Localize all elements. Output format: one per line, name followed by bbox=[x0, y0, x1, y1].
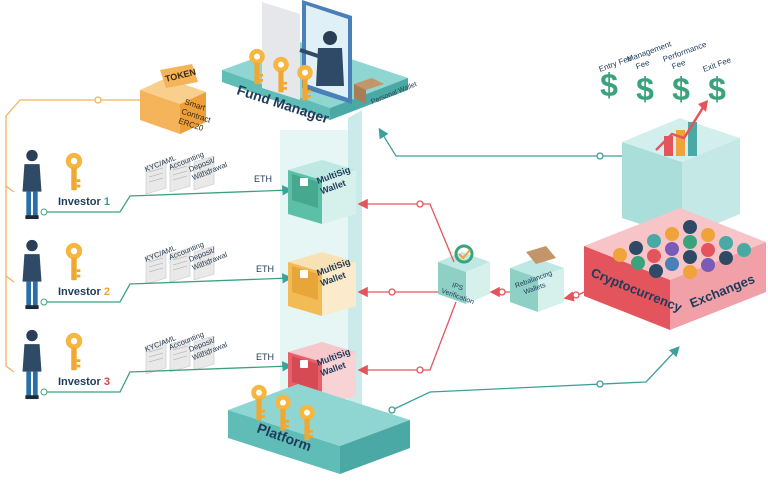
dollar-icon bbox=[672, 74, 691, 104]
lock-icon bbox=[300, 360, 308, 368]
multisig-wallet-2: MultiSig Wallet bbox=[288, 252, 356, 316]
investor-icon bbox=[22, 239, 42, 310]
lock-icon bbox=[300, 178, 308, 186]
eth-label: ETH bbox=[256, 264, 274, 274]
ips-line-1: IPS bbox=[451, 282, 464, 293]
fee-exit: Exit Fee bbox=[702, 55, 733, 74]
investor-row-1: Investor 1 KYC/AML Accounting Deposit/ W… bbox=[22, 149, 293, 220]
investor-label: Investor 3 bbox=[58, 376, 110, 388]
coin-grid bbox=[613, 220, 751, 279]
fees-group: Entry Fee Management Fee Performance Fee… bbox=[598, 39, 733, 104]
token-connectors bbox=[5, 96, 140, 373]
eth-label: ETH bbox=[254, 174, 272, 184]
svg-text:Exit Fee: Exit Fee bbox=[702, 55, 733, 74]
token-contract-box: TOKEN Smart Contract ERC20 bbox=[140, 64, 213, 134]
multisig-wallet-1: MultiSig Wallet bbox=[288, 160, 356, 224]
red-flow-arrows bbox=[357, 198, 585, 376]
key-icon bbox=[65, 242, 83, 281]
teal-flow-arrows bbox=[378, 127, 680, 414]
investor-row-2: Investor 2 KYC/AML Accounting Deposit/ W… bbox=[22, 239, 293, 310]
ips-verification-box: IPS Verification bbox=[438, 244, 490, 306]
investor-row-3: Investor 3 KYC/AML Accounting Deposit/ W… bbox=[22, 329, 293, 400]
growth-chart-icon bbox=[655, 100, 708, 156]
lock-icon bbox=[300, 270, 308, 278]
investor-icon bbox=[22, 329, 42, 400]
investor-label: Investor 2 bbox=[58, 286, 110, 298]
investor-icon bbox=[22, 149, 42, 220]
check-icon bbox=[454, 244, 474, 264]
eth-label: ETH bbox=[256, 352, 274, 362]
dollar-icon bbox=[708, 74, 727, 104]
investor-label: Investor 1 bbox=[58, 196, 110, 208]
crypto-exchanges-block: Cryptocurrency Exchanges bbox=[584, 118, 766, 330]
key-icon bbox=[65, 152, 83, 191]
platform-base: Platform bbox=[228, 384, 410, 474]
key-icon bbox=[65, 332, 83, 371]
rebalancing-wallets-box: Rebalancing Wallets bbox=[510, 246, 564, 312]
dollar-icon bbox=[636, 74, 655, 104]
fund-manager-platform: Personal Wallet Fund Manager bbox=[222, 0, 418, 127]
